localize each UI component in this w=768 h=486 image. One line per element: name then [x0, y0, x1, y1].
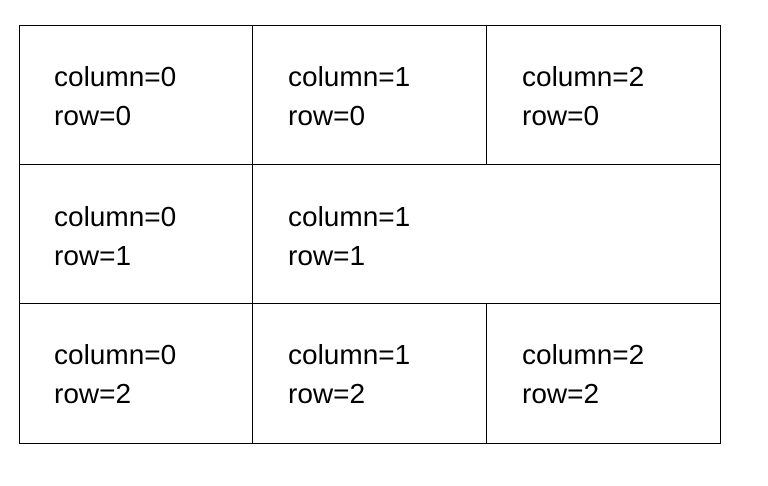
row-divider-1: [19, 164, 721, 165]
cell-row-label: row=0: [54, 100, 132, 131]
column-divider-2-bottom: [486, 303, 487, 444]
cell-row-label: row=0: [288, 100, 366, 131]
cell-row-label: row=1: [54, 240, 132, 271]
cell-column-0-row-2: column=0 row=2: [54, 335, 176, 413]
cell-column-1-row-0: column=1 row=0: [288, 57, 410, 135]
cell-row-label: row=0: [522, 100, 600, 131]
cell-column-2-row-0: column=2 row=0: [522, 57, 644, 135]
cell-column-0-row-0: column=0 row=0: [54, 57, 176, 135]
cell-column-1-row-1-spanning: column=1 row=1: [288, 197, 410, 275]
cell-column-label: column=0: [54, 339, 177, 370]
column-divider-2-top: [486, 25, 487, 165]
cell-column-label: column=1: [288, 61, 411, 92]
row-divider-2: [19, 303, 721, 304]
cell-row-label: row=2: [522, 378, 600, 409]
cell-column-label: column=0: [54, 201, 177, 232]
cell-column-label: column=0: [54, 61, 177, 92]
cell-row-label: row=2: [288, 378, 366, 409]
column-divider-1: [252, 25, 253, 444]
cell-column-2-row-2: column=2 row=2: [522, 335, 644, 413]
grid-layout-diagram: column=0 row=0 column=1 row=0 column=2 r…: [19, 25, 721, 444]
cell-column-label: column=2: [522, 61, 645, 92]
cell-row-label: row=1: [288, 240, 366, 271]
cell-column-0-row-1: column=0 row=1: [54, 197, 176, 275]
cell-row-label: row=2: [54, 378, 132, 409]
cell-column-1-row-2: column=1 row=2: [288, 335, 410, 413]
grid-outer-border: [19, 25, 721, 444]
cell-column-label: column=1: [288, 339, 411, 370]
cell-column-label: column=1: [288, 201, 411, 232]
cell-column-label: column=2: [522, 339, 645, 370]
